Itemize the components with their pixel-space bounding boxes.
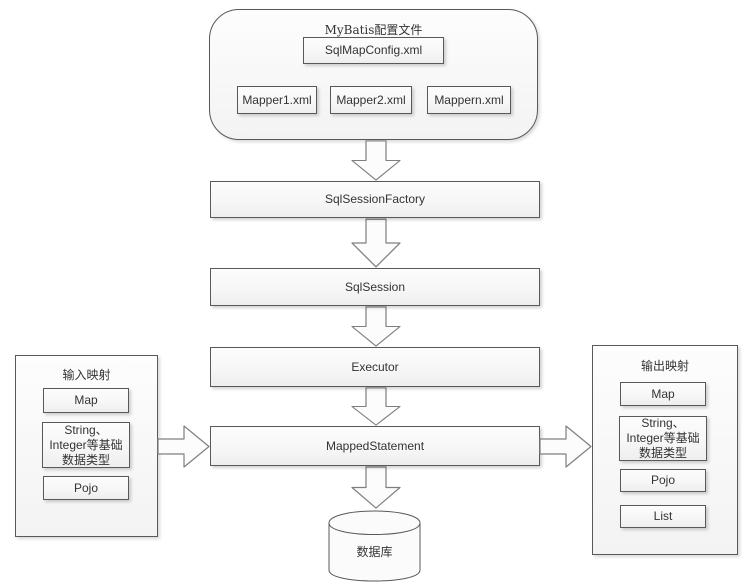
output-item-list: List bbox=[620, 505, 706, 528]
arrow-down-icon bbox=[348, 306, 404, 347]
mappern-label: Mappern.xml bbox=[434, 92, 504, 107]
mapper2-box: Mapper2.xml bbox=[330, 86, 412, 114]
output-list-label: List bbox=[653, 509, 673, 523]
output-map-label: Map bbox=[651, 386, 675, 401]
output-mapping-title: 输出映射 bbox=[640, 359, 689, 373]
mapper1-label: Mapper1.xml bbox=[242, 92, 312, 107]
input-item-basic-types: String、Integer等基础数据类型 bbox=[42, 422, 130, 468]
input-pojo-label: Pojo bbox=[73, 480, 99, 495]
database-cylinder: 数据库 bbox=[327, 509, 422, 583]
mybatis-config-title: MyBatis配置文件 bbox=[324, 23, 423, 37]
output-item-pojo: Pojo bbox=[620, 469, 706, 492]
arrow-down-icon bbox=[348, 387, 404, 426]
arrow-right-output-icon bbox=[539, 424, 593, 469]
arrow-down-icon bbox=[348, 466, 404, 509]
input-mapping-title: 输入映射 bbox=[62, 368, 111, 382]
sqlsession-label: SqlSession bbox=[344, 279, 406, 294]
output-item-map: Map bbox=[620, 382, 706, 406]
mybatis-config-group: MyBatis配置文件 bbox=[209, 9, 538, 140]
input-item-map: Map bbox=[43, 388, 129, 413]
database-label: 数据库 bbox=[356, 545, 393, 559]
sqlmapconfig-label: SqlMapConfig.xml bbox=[324, 43, 423, 57]
mappedstatement-label: MappedStatement bbox=[325, 438, 425, 453]
output-basic-types-label: String、Integer等基础数据类型 bbox=[626, 416, 700, 460]
input-basic-types-label: String、Integer等基础数据类型 bbox=[49, 422, 123, 467]
mapper2-label: Mapper2.xml bbox=[336, 92, 406, 107]
output-pojo-label: Pojo bbox=[650, 473, 676, 487]
arrow-down-icon bbox=[348, 140, 404, 181]
input-item-pojo: Pojo bbox=[43, 476, 129, 500]
output-item-basic-types: String、Integer等基础数据类型 bbox=[619, 416, 707, 461]
flow-node-executor: Executor bbox=[210, 347, 540, 387]
flow-node-mappedstatement: MappedStatement bbox=[210, 426, 540, 466]
input-map-label: Map bbox=[74, 393, 98, 407]
sqlmapconfig-box: SqlMapConfig.xml bbox=[303, 37, 444, 64]
executor-label: Executor bbox=[351, 359, 399, 374]
flow-node-sqlsession: SqlSession bbox=[210, 268, 540, 306]
sqlsessionfactory-label: SqlSessionFactory bbox=[324, 192, 426, 206]
flow-node-sqlsessionfactory: SqlSessionFactory bbox=[210, 181, 540, 218]
mapper1-box: Mapper1.xml bbox=[237, 86, 317, 114]
mappern-box: Mappern.xml bbox=[427, 86, 511, 114]
arrow-down-icon bbox=[348, 218, 404, 268]
arrow-right-input-icon bbox=[157, 424, 211, 469]
